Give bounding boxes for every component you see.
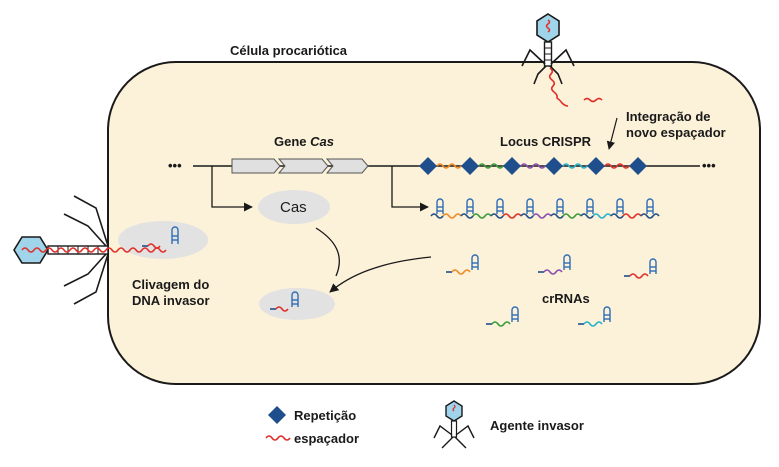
injected-dna	[548, 67, 569, 107]
cleavage-label-2: DNA invasor	[132, 293, 210, 308]
pre-crrna-hairpins	[436, 198, 654, 214]
crrna-orange	[446, 254, 479, 275]
diamond-icon	[268, 406, 286, 424]
crrna-red	[624, 258, 657, 279]
cleavage-label: Clivagem do	[132, 277, 209, 292]
integration-arrow	[606, 117, 618, 150]
crispr-transcription-arrow	[391, 166, 429, 212]
crispr-array	[419, 157, 647, 175]
crrna-cyan	[578, 306, 611, 327]
complex-crrna	[270, 291, 299, 312]
dots-right: •••	[702, 158, 716, 173]
legend-repeat: Repetição	[294, 408, 356, 423]
integration-label: Integração de	[626, 109, 711, 124]
locus-label: Locus CRISPR	[500, 134, 592, 149]
phage-icon	[521, 13, 575, 85]
legend-invader: Agente invasor	[490, 418, 584, 433]
gene-cas-label: Gene Cas	[274, 134, 334, 149]
crrnas-label: crRNAs	[542, 291, 590, 306]
legend-spacer: espaçador	[294, 431, 359, 446]
cas-to-complex-arrow	[315, 227, 340, 277]
cas-genes	[231, 158, 369, 174]
cas-protein	[258, 190, 330, 224]
cas-expression-arrow	[211, 166, 253, 212]
legend: Repetição espaçador Agente invasor	[265, 400, 584, 449]
cell-label: Célula procariótica	[230, 43, 348, 58]
assembly-arrow	[329, 256, 432, 293]
cleavage-complex	[118, 221, 208, 259]
dna-fragment	[583, 97, 603, 103]
cas-protein-label: Cas	[280, 199, 307, 216]
crrna-green	[486, 306, 519, 327]
phage-icon-left	[13, 195, 167, 305]
phage-icon-legend	[433, 400, 475, 449]
dots-left: •••	[168, 158, 182, 173]
pre-crrna	[430, 213, 660, 219]
integration-label-2: novo espaçador	[626, 125, 726, 140]
wave-icon	[265, 435, 291, 441]
crrna-purple	[538, 254, 571, 275]
